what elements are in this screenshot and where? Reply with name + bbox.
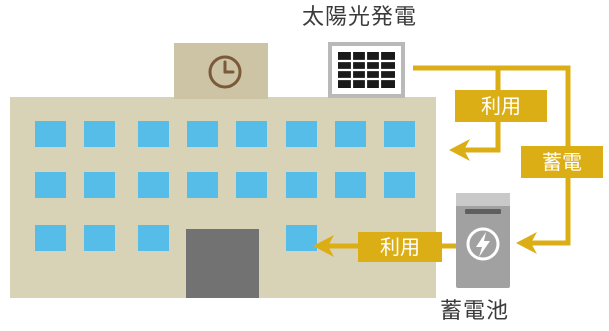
window [286, 225, 317, 251]
window [84, 225, 115, 251]
clock-tower [174, 43, 268, 99]
window [138, 225, 169, 251]
battery-unit [456, 193, 510, 288]
window [35, 172, 66, 198]
window [35, 225, 66, 251]
charge-label: 蓄電 [521, 146, 603, 178]
window [138, 172, 169, 198]
use-label-top: 利用 [455, 90, 547, 122]
window [335, 172, 366, 198]
solar-power-label: 太陽光発電 [302, 5, 418, 30]
entrance-door [186, 229, 259, 298]
window [187, 172, 218, 198]
window [236, 172, 267, 198]
window [286, 121, 317, 147]
window [187, 121, 218, 147]
clock-icon [208, 55, 242, 89]
lightning-bolt-icon [466, 227, 500, 261]
window [236, 121, 267, 147]
window [286, 172, 317, 198]
window [384, 121, 415, 147]
school-building [10, 43, 436, 298]
use-label-bottom: 利用 [358, 232, 442, 262]
arrow-heads [313, 139, 537, 257]
solar-panel-icon [328, 42, 405, 98]
window [84, 121, 115, 147]
window [384, 172, 415, 198]
window [138, 121, 169, 147]
windows [35, 121, 415, 251]
arrow-head [449, 139, 470, 161]
window [84, 172, 115, 198]
window [35, 121, 66, 147]
battery-label: 蓄電池 [440, 299, 510, 324]
arrow-head [516, 232, 537, 254]
arrow-head [313, 235, 334, 257]
window [335, 121, 366, 147]
